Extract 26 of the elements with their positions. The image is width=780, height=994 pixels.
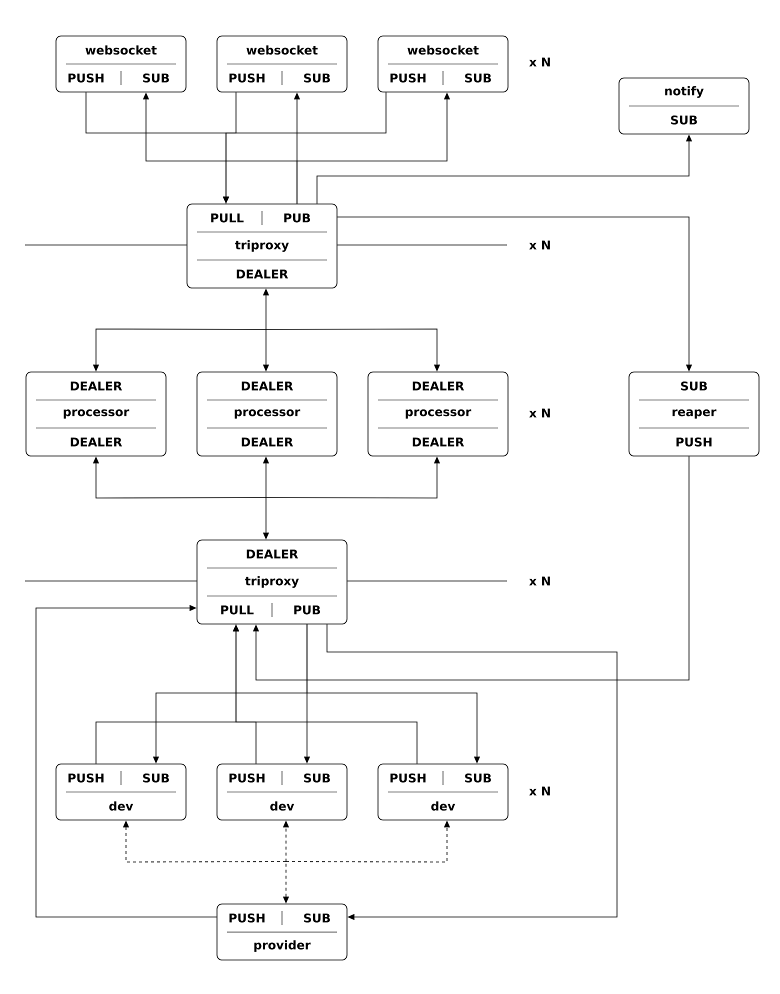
socket-box: websocket PUSH SUB — [56, 36, 186, 92]
arrow — [252, 456, 690, 680]
process-box: SUB reaper PUSH — [628, 372, 760, 456]
process-box: PUSH SUB dev — [378, 764, 508, 820]
proxy-box: DEALER triproxy PULL PUB — [196, 540, 348, 624]
connector-line — [24, 244, 187, 246]
process-box: DEALER processor DEALER — [368, 372, 508, 456]
socket-box: notify SUB — [618, 78, 750, 134]
process-box: PUSH SUB dev — [56, 764, 186, 820]
multiplicity-label: x N — [529, 786, 550, 796]
socket-box: websocket PUSH SUB — [378, 36, 508, 92]
connector-line — [24, 580, 197, 582]
process-box: PUSH SUB dev — [216, 764, 348, 820]
arrow — [326, 624, 618, 920]
process-box: DEALER processor DEALER — [26, 372, 166, 456]
connector-line — [337, 244, 508, 246]
multiplicity-label: x N — [529, 408, 550, 418]
connector-line — [347, 580, 508, 582]
arrow — [36, 604, 217, 918]
multiplicity-label: x N — [529, 576, 550, 586]
proxy-box: PULL PUB triproxy DEALER — [186, 204, 338, 288]
socket-box: websocket PUSH SUB — [216, 36, 348, 92]
multiplicity-label: x N — [529, 58, 550, 66]
process-box: DEALER processor DEALER — [196, 372, 338, 456]
multiplicity-label: x N — [529, 240, 550, 250]
process-box: PUSH SUB provider — [216, 904, 348, 960]
